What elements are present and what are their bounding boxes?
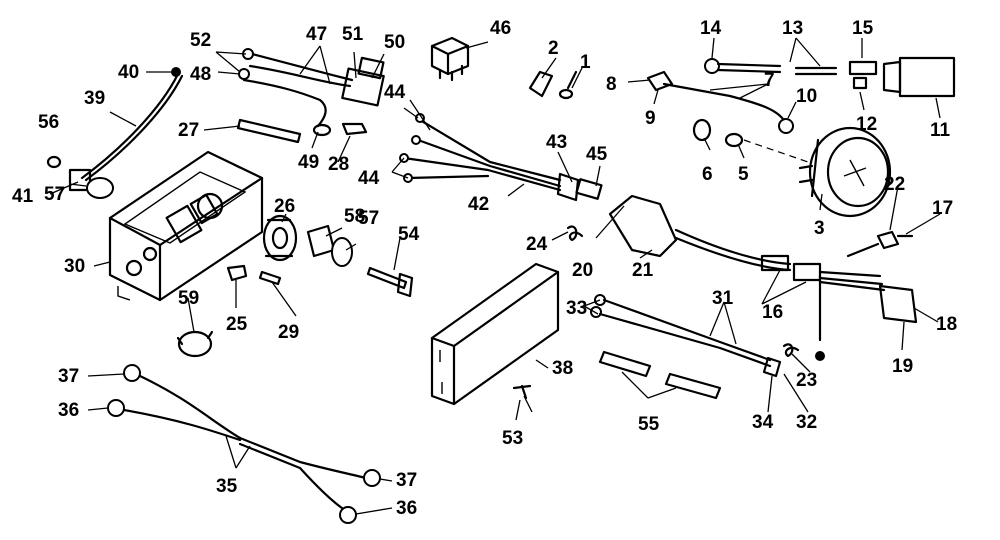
callout-18: 18 (936, 314, 957, 335)
callout-9: 9 (645, 108, 656, 129)
part-ground-strap (46, 67, 184, 199)
part-lead-bundle (399, 113, 603, 202)
part-cover-plate (430, 262, 560, 406)
callout-31: 31 (712, 288, 734, 309)
part-sender-lead (646, 70, 794, 134)
part-battery-cables (107, 364, 381, 524)
callout-55: 55 (638, 414, 660, 435)
callout-10: 10 (796, 86, 817, 107)
callout-20: 20 (572, 260, 593, 281)
callout-12: 12 (856, 114, 877, 135)
callout-54: 54 (398, 224, 420, 245)
part-relay (430, 36, 470, 82)
callout-33: 33 (566, 298, 587, 319)
callout-42: 42 (468, 194, 489, 215)
callout-40: 40 (118, 62, 139, 83)
part-relay-harness (238, 48, 385, 137)
leader-lines (49, 37, 941, 515)
callout-44-b: 44 (358, 168, 380, 189)
callout-59: 59 (178, 288, 199, 309)
callout-8: 8 (606, 74, 617, 95)
part-sleeve (236, 118, 302, 144)
callout-6: 6 (702, 164, 713, 185)
part-clip-28 (341, 122, 368, 136)
part-screw-53 (512, 384, 532, 400)
callout-47: 47 (306, 24, 327, 45)
part-gauge (798, 126, 892, 218)
callout-27: 27 (178, 120, 199, 141)
callout-39: 39 (84, 88, 105, 109)
callout-1: 1 (580, 52, 591, 73)
part-connector-pin (846, 230, 914, 258)
callout-11: 11 (930, 120, 951, 141)
callout-7: 7 (764, 70, 775, 91)
callout-53: 53 (502, 428, 523, 449)
callout-52: 52 (190, 30, 211, 51)
callout-35: 35 (216, 476, 238, 497)
part-bulb-socket (692, 118, 809, 163)
callout-3: 3 (814, 218, 825, 239)
part-gauge-cable (704, 58, 878, 76)
callout-57: 57 (44, 184, 65, 205)
callout-37: 37 (58, 366, 79, 387)
callout-22: 22 (884, 174, 905, 195)
callout-41: 41 (12, 186, 34, 207)
callout-2: 2 (548, 38, 559, 59)
callout-5: 5 (738, 164, 749, 185)
callout-28: 28 (328, 154, 349, 175)
callout-23: 23 (796, 370, 817, 391)
part-sleeves (598, 350, 722, 400)
callout-17: 17 (932, 198, 953, 219)
callout-14: 14 (700, 18, 722, 39)
part-secondary-lead (590, 294, 782, 378)
callout-16: 16 (762, 302, 783, 323)
callout-32: 32 (796, 412, 817, 433)
callout-57-b: 57 (358, 208, 379, 229)
callout-24: 24 (526, 234, 548, 255)
callout-51: 51 (342, 24, 364, 45)
callout-29: 29 (278, 322, 299, 343)
callout-56: 56 (38, 112, 59, 133)
callout-48: 48 (190, 64, 211, 85)
callout-45: 45 (586, 144, 608, 165)
callout-30: 30 (64, 256, 85, 277)
callout-46: 46 (490, 18, 511, 39)
callout-44: 44 (384, 82, 406, 103)
part-plug (878, 284, 918, 324)
callout-58: 58 (344, 206, 365, 227)
callout-43: 43 (546, 132, 567, 153)
callout-34: 34 (752, 412, 774, 433)
callout-38: 38 (552, 358, 573, 379)
part-clamp (176, 330, 214, 358)
parts-drawing (46, 36, 956, 524)
callout-13: 13 (782, 18, 803, 39)
part-screw-bracket (528, 70, 578, 100)
part-bushing-set (262, 214, 414, 298)
callout-25: 25 (226, 314, 248, 335)
callout-26: 26 (274, 196, 295, 217)
callout-50: 50 (384, 32, 405, 53)
part-retainer-clips (566, 225, 800, 358)
part-fasteners (226, 264, 282, 286)
part-switch-box (108, 150, 264, 302)
part-main-harness (608, 194, 886, 361)
callout-21: 21 (632, 260, 654, 281)
callout-36: 36 (58, 400, 79, 421)
part-pin (852, 76, 868, 90)
part-connector-boot (882, 56, 956, 98)
callout-37-b: 37 (396, 470, 417, 491)
callout-49: 49 (298, 152, 319, 173)
callout-labels: 1 2 3 5 6 7 8 9 10 11 12 13 14 15 16 17 … (12, 18, 957, 519)
callout-19: 19 (892, 356, 913, 377)
callout-36-b: 36 (396, 498, 417, 519)
callout-15: 15 (852, 18, 874, 39)
